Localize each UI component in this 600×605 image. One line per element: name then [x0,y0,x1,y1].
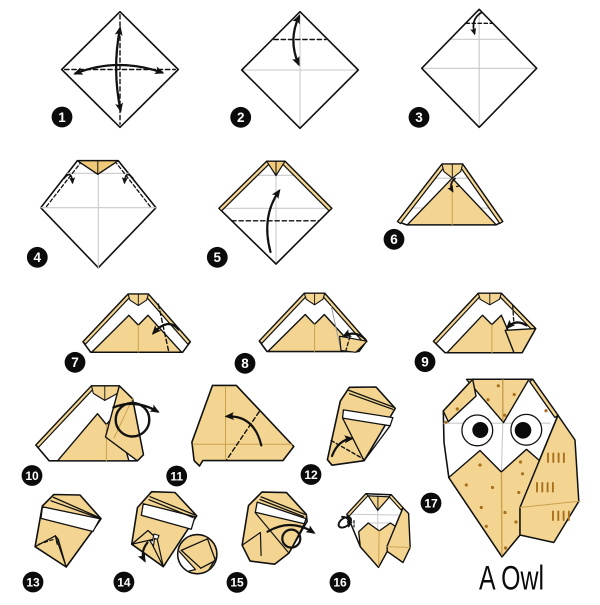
svg-text:4: 4 [34,250,42,265]
svg-text:15: 15 [230,576,244,590]
svg-text:5: 5 [214,250,222,265]
svg-text:2: 2 [237,110,245,125]
svg-text:1: 1 [58,110,66,125]
svg-text:17: 17 [424,496,438,510]
svg-text:6: 6 [390,232,398,247]
svg-text:3: 3 [415,110,423,125]
svg-text:A Owl: A Owl [479,560,544,598]
svg-text:16: 16 [333,576,347,590]
svg-text:14: 14 [117,575,131,589]
svg-text:12: 12 [304,468,318,482]
svg-text:13: 13 [26,575,40,589]
svg-text:11: 11 [170,469,183,483]
svg-text:10: 10 [25,469,39,483]
svg-text:7: 7 [71,355,79,370]
svg-text:8: 8 [241,356,249,371]
svg-text:9: 9 [421,355,429,370]
